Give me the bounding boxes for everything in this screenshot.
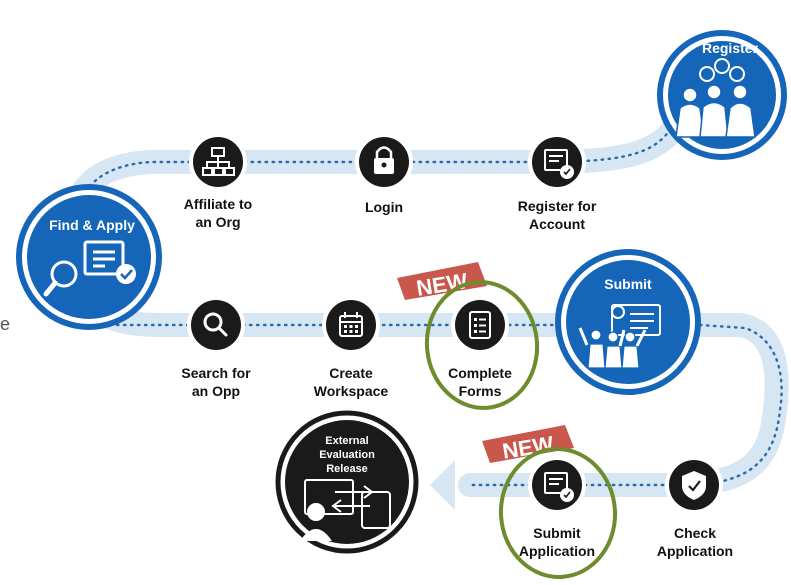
transfer-devices-icon xyxy=(300,479,391,541)
search-label-line-1: Search for xyxy=(181,365,251,381)
checklist-icon xyxy=(469,311,491,339)
check-application-label-line-1: Check xyxy=(673,525,717,541)
login-label: Login xyxy=(334,198,434,216)
workspace-label: Create Workspace xyxy=(296,364,406,400)
search-label: Search for an Opp xyxy=(166,364,266,400)
submit-application-label: Submit Application xyxy=(502,524,612,560)
people-group-icon xyxy=(675,58,756,138)
forms-label-line-2: Forms xyxy=(458,383,502,399)
affiliate-label: Affiliate to an Org xyxy=(168,195,268,231)
register-account-label-line-1: Register for xyxy=(517,198,597,214)
step-check-application[interactable] xyxy=(665,456,723,514)
submit-hub-title: Submit xyxy=(604,276,652,292)
register-account-label-line-2: Account xyxy=(529,216,585,232)
submit-hub: Submit xyxy=(555,249,701,395)
check-application-label: Check Application xyxy=(640,524,750,560)
release-hub: External Evaluation Release xyxy=(275,410,419,554)
highlight-submit-application xyxy=(498,447,618,579)
check-badge-icon xyxy=(116,264,136,284)
find-apply-hub-title: Find & Apply xyxy=(49,217,135,233)
org-chart-icon xyxy=(202,147,235,176)
register-hub: Register xyxy=(657,30,787,160)
submit-application-label-line-2: Application xyxy=(518,543,596,559)
workspace-label-line-2: Workspace xyxy=(313,383,389,399)
step-affiliate[interactable] xyxy=(189,133,247,191)
affiliate-label-line-2: an Org xyxy=(195,214,241,230)
search-label-line-2: an Opp xyxy=(191,383,241,399)
clipped-edge-text: e xyxy=(0,314,11,334)
forms-label: Complete Forms xyxy=(430,364,530,400)
workspace-label-line-1: Create xyxy=(329,365,373,381)
release-hub-line-3: Release xyxy=(326,463,368,475)
lock-icon xyxy=(374,146,394,174)
register-hub-title: Register xyxy=(702,40,759,56)
form-check-icon xyxy=(544,472,574,502)
form-check-icon xyxy=(544,149,574,179)
release-hub-line-2: Evaluation xyxy=(319,449,375,461)
step-login[interactable] xyxy=(355,133,413,191)
step-search[interactable] xyxy=(187,296,245,354)
step-register-account[interactable] xyxy=(528,133,586,191)
search-icon xyxy=(203,312,228,337)
submit-application-label-line-1: Submit xyxy=(533,525,581,541)
step-forms[interactable] xyxy=(451,296,509,354)
check-application-label-line-2: Application xyxy=(656,543,734,559)
highlight-forms xyxy=(424,280,540,410)
certificate-celebration-icon xyxy=(578,304,661,369)
step-workspace[interactable] xyxy=(322,296,380,354)
release-hub-line-1: External xyxy=(325,435,368,447)
calendar-icon xyxy=(339,312,363,337)
search-document-icon xyxy=(43,240,125,297)
find-apply-hub: Find & Apply xyxy=(16,184,162,330)
login-label-line-1: Login xyxy=(364,199,404,215)
step-submit-application[interactable] xyxy=(528,456,586,514)
register-account-label: Register for Account xyxy=(497,197,617,233)
shield-check-icon xyxy=(682,471,706,500)
forms-label-line-1: Complete xyxy=(448,365,512,381)
road-arrowhead xyxy=(430,460,455,510)
affiliate-label-line-1: Affiliate to xyxy=(183,196,253,212)
